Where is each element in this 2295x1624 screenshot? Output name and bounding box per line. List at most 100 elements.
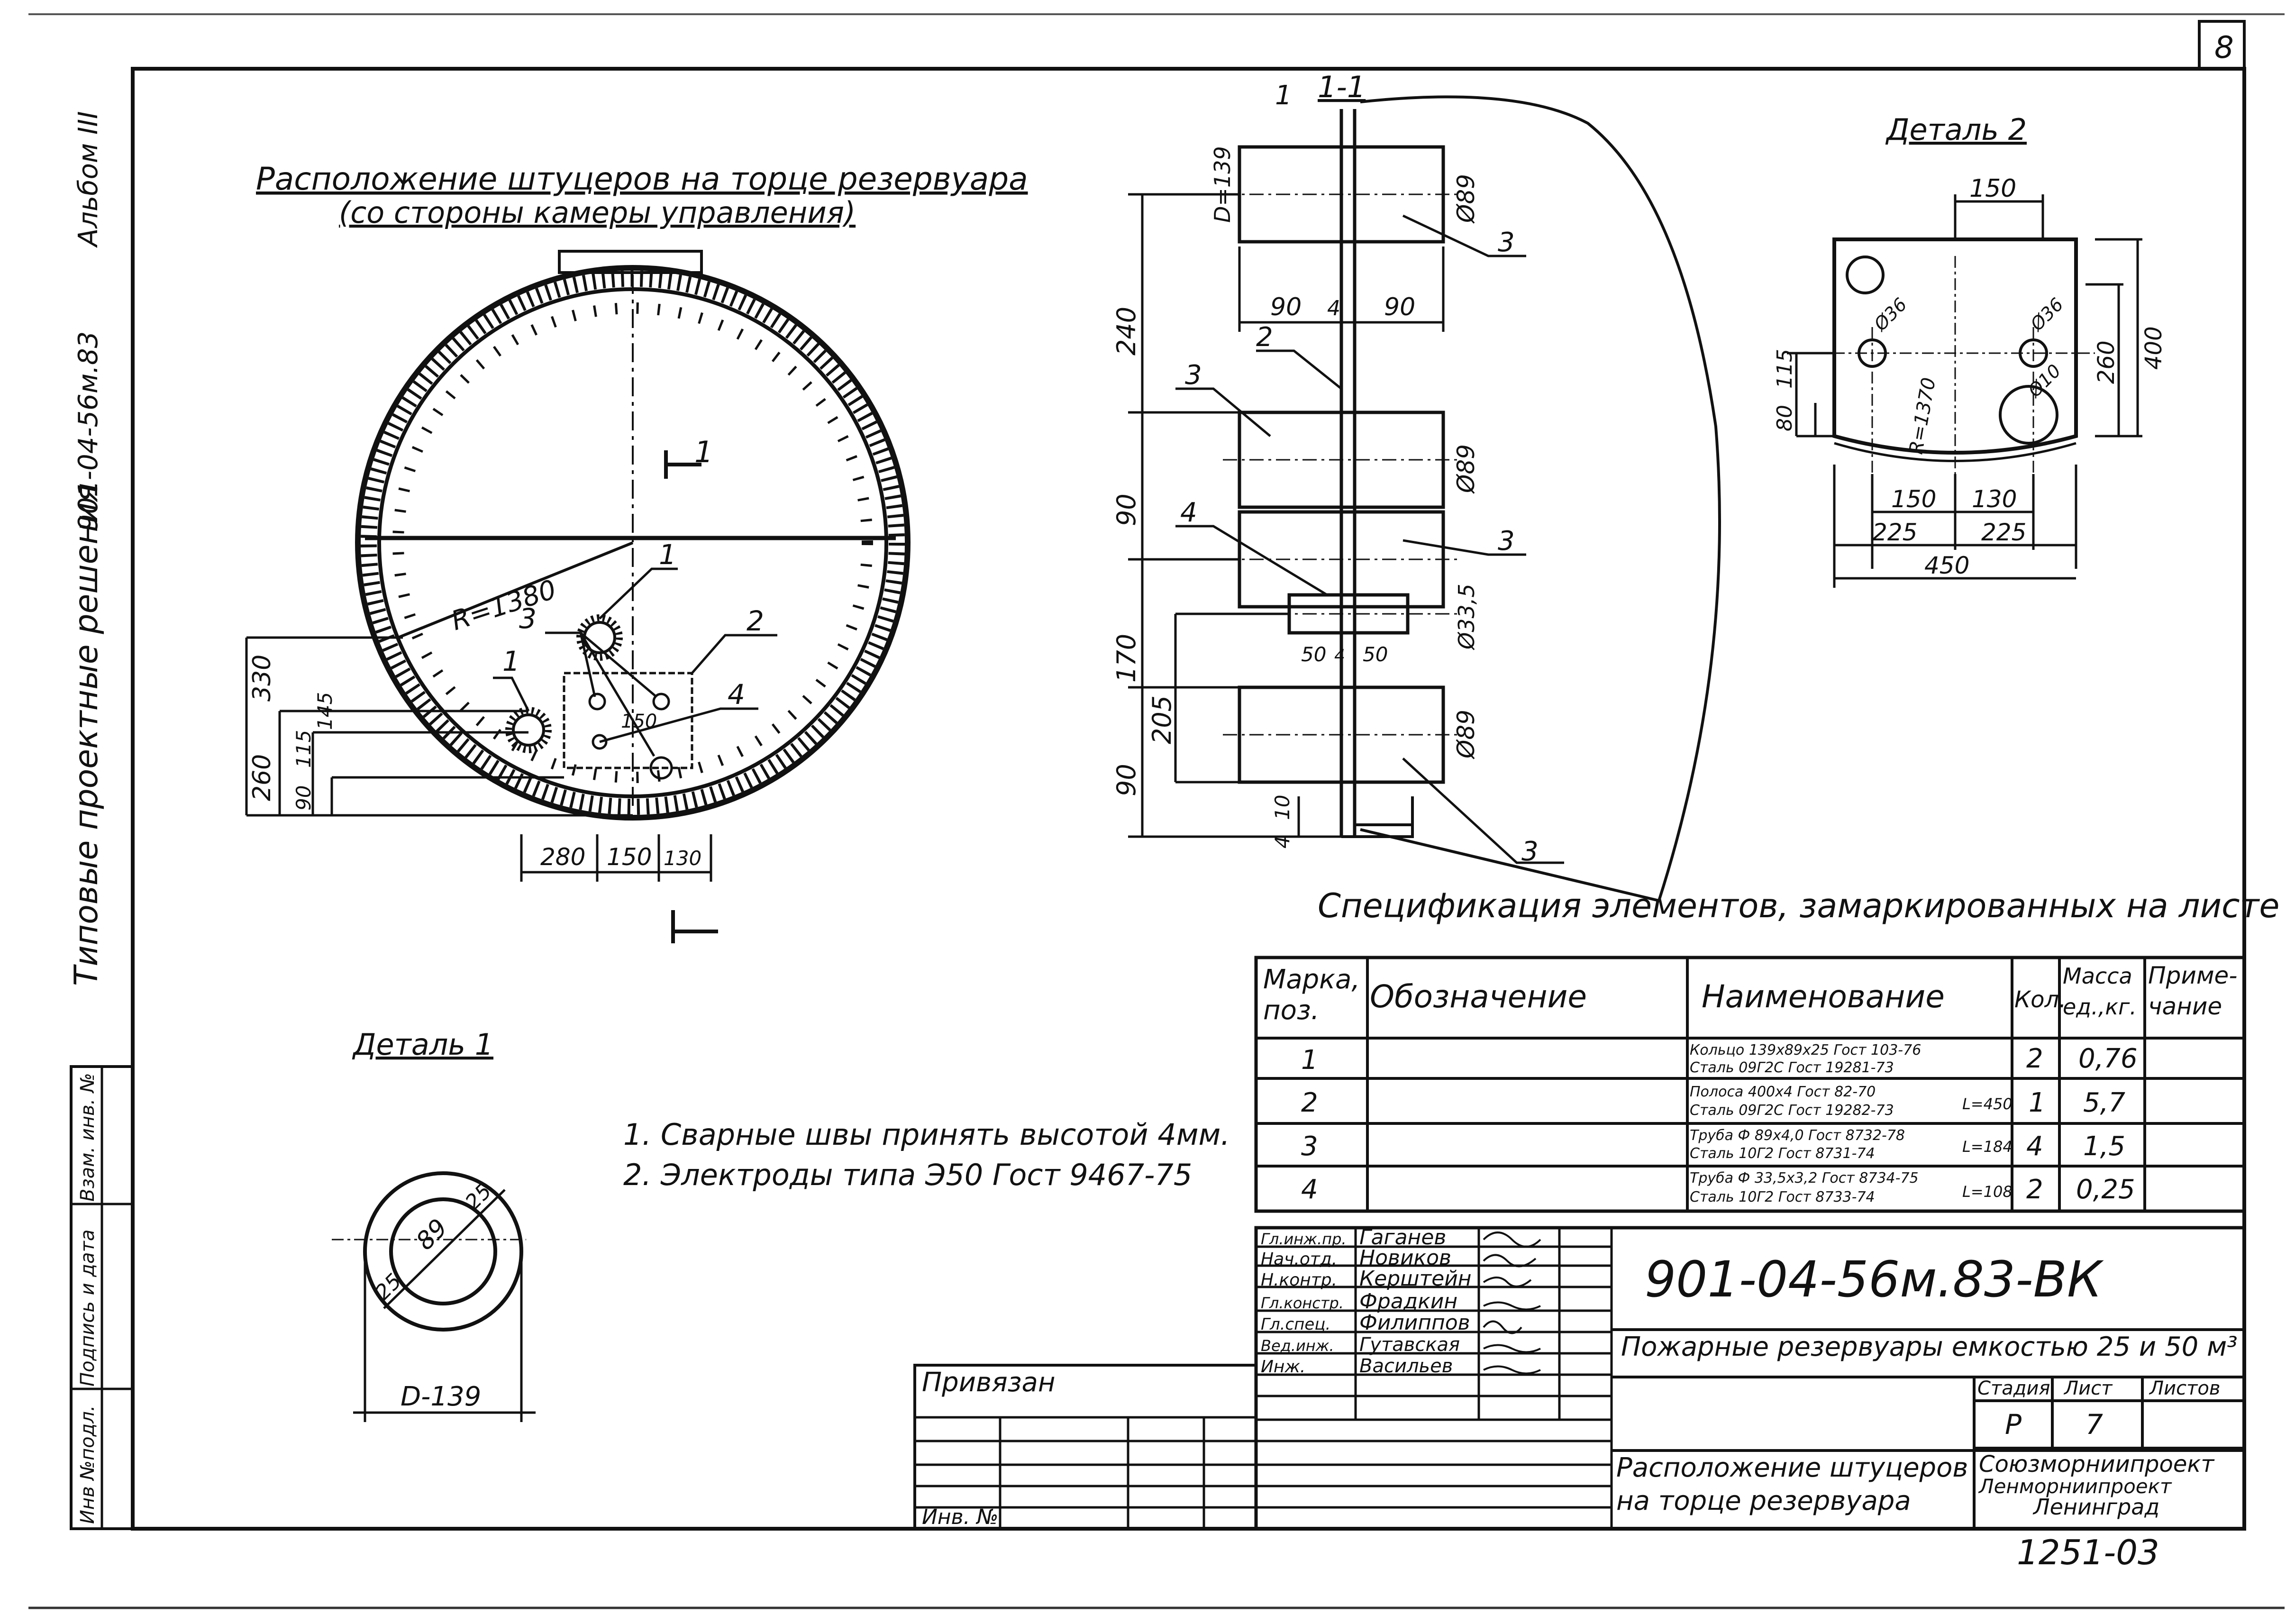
detail2-dim-450: 450 [1924,552,1969,579]
tb-stage: Р [2005,1408,2022,1441]
detail2-dim-150: 150 [1891,485,1936,513]
detail1-inner-dia: 89 [411,1213,453,1256]
tb-name-1: Гаганев [1359,1225,1446,1250]
section-dim-4: 4 [1271,836,1294,848]
spec-row-2-mark: 2 [1301,1087,1318,1118]
spec-row-2-len: L=450 [1962,1095,2013,1113]
dia-label-89b: Ø89 [1452,444,1480,494]
plate-hole-2 [652,693,670,711]
section-leader-2 [1256,349,1342,390]
tb-role-4: Гл.констр. [1261,1294,1344,1312]
section-leader-3a [1402,214,1526,257]
tb-name-2: Новиков [1359,1246,1451,1270]
signature-scribbles [1483,1232,1541,1375]
section-dim-10: 10 [1271,795,1294,820]
tb-role-2: Нач.отд. [1261,1250,1337,1269]
spec-row-3-name2: Сталь 10Г2 Гост 8731-74 [1690,1145,1875,1162]
section-dim-mid-50b: 50 [1363,643,1388,666]
section-callout-3d: 3 [1521,836,1539,867]
section-dim-170: 170 [1111,634,1141,683]
dim-260: 260 [248,754,276,801]
spec-row-3-mark: 3 [1301,1131,1318,1162]
archive-number: 1251-03 [2017,1533,2159,1572]
detail2-dim-225a: 225 [1872,519,1917,546]
spec-row-2-qty: 1 [2029,1087,2046,1118]
spec-row-2-mass: 5,7 [2083,1087,2125,1118]
callout-1-lower: 1 [502,645,520,677]
page-number-box [2198,20,2246,70]
tb-name-5: Филиппов [1359,1311,1470,1335]
tb-stage-header: Стадия [1977,1378,2050,1399]
section-callout-3b: 3 [1185,360,1202,391]
section-dim-90b: 90 [1111,764,1141,796]
side-sign-label: Подпись и дата [77,1230,99,1387]
plate-hole-1 [588,693,606,711]
spec-row-3-mass: 1,5 [2083,1131,2125,1162]
callout-2-leader [691,634,777,674]
tb-role-7: Инж. [1261,1357,1305,1377]
spec-h-mark-1: Марка, [1263,964,1360,995]
detail2-hole-label-1: Ø36 [1869,294,1911,336]
detail2-dim-400: 400 [2140,326,2167,370]
spec-row-4-qty: 2 [2026,1174,2043,1205]
spec-row-3-len: L=184 [1962,1138,2013,1156]
spec-row: 3 Труба Ф 89х4,0 Гост 8732-78 Сталь 10Г2… [1301,1127,2125,1162]
callout-3-leaders [545,631,657,757]
radius-line [397,541,634,639]
section-leader-4 [1175,525,1328,596]
section-mark-lower [671,910,718,943]
section-dim-top-4: 4 [1327,296,1340,320]
spec-row-4-mass: 0,25 [2076,1174,2135,1205]
spec-table: Спецификация элементов, замаркированных … [1254,886,2280,1213]
dia-label-89c: Ø89 [1452,710,1480,759]
top-flange [558,250,703,274]
detail2-dim-130: 130 [1972,485,2017,513]
tb-name-6: Гутавская [1359,1334,1460,1356]
detail1-dim [353,1261,536,1422]
dim-150: 150 [607,843,652,871]
detail2-hole-small [1846,255,1885,294]
detail1-diagonal [383,1189,506,1309]
detail1-outer [363,1171,523,1332]
nozzle-layout-view: Расположение штуцеров на торце резервуар… [245,161,1028,943]
tb-sheet-header: Лист [2063,1378,2113,1399]
detail2-title: Деталь 2 [1885,112,2027,147]
tb-inv: Инв. № [922,1505,998,1529]
page-number: 8 [2214,30,2234,65]
side-stamp: Типовые проектные решения 901-04-56м.83 … [68,111,105,986]
tb-role-3: Н.контр. [1261,1270,1337,1290]
detail2-dims [1787,194,2142,588]
section-dim-240: 240 [1111,307,1141,356]
tb-org-1: Союзморниипроект [1979,1451,2215,1478]
detail2-dim-top: 150 [1969,174,2016,203]
detail1-view: Деталь 1 89 25 25 D-139 [332,1027,536,1422]
detail2-radius: R=1370 [1905,376,1940,456]
section-title: 1-1 [1318,70,1366,104]
tb-role-5: Гл.спец. [1261,1315,1330,1334]
dim-lines-horizontal [520,834,712,882]
section-dim-205: 205 [1147,695,1177,744]
callout-4-leader [599,707,758,743]
spec-row-1-name2: Сталь 09Г2С Гост 19281-73 [1690,1059,1894,1076]
dim-145: 145 [313,692,337,730]
section-view: 1-1 1 3 2 3 3 4 3 D=139 Ø89 Ø89 Ø33,5 Ø8… [1111,70,1721,903]
spec-row-4-name2: Сталь 10Г2 Гост 8733-74 [1690,1189,1875,1205]
spec-row: 4 Труба Ф 33,5х3,2 Гост 8734-75 Сталь 10… [1301,1170,2135,1205]
detail2-view: Деталь 2 Ø36 Ø36 Ø10 R=1370 150 260 400 … [1773,112,2167,588]
tb-sheets-header: Листов [2149,1378,2220,1399]
section-callout-4: 4 [1180,497,1197,528]
nozzle-1-lower-teeth [505,707,552,753]
spec-row-3-qty: 4 [2026,1131,2043,1162]
spec-h-mark-2: поз. [1263,995,1319,1026]
spec-row-4-len: L=108 [1962,1183,2013,1201]
tb-project-name: Пожарные резервуары емкостью 25 и 50 м³ [1621,1332,2238,1362]
nozzle-1-lower [512,713,545,747]
tank-break-line [1360,95,1721,903]
side-table: Инв №подл. Подпись и дата Взам. инв. № [70,1065,134,1530]
detail2-centerlines [1811,256,2095,521]
spec-row-2-name1: Полоса 400х4 Гост 82-70 [1690,1084,1876,1100]
callout-1-upper: 1 [659,538,676,571]
pipe-centerlines [1223,193,1460,736]
section-dims-top [1238,246,1445,332]
